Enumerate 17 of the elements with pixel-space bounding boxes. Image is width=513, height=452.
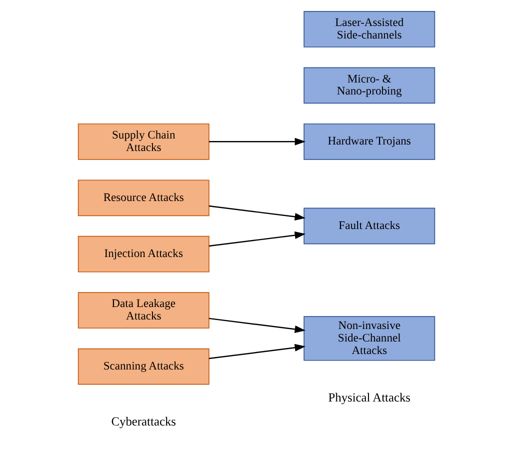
label: Cyberattacks bbox=[111, 414, 176, 429]
arrow bbox=[208, 232, 306, 247]
node-box: Hardware Trojans bbox=[304, 123, 436, 160]
node-box: Micro- & Nano-probing bbox=[304, 67, 436, 104]
node-box: Scanning Attacks bbox=[78, 348, 210, 385]
arrow bbox=[208, 344, 306, 360]
node-box: Data Leakage Attacks bbox=[78, 292, 210, 329]
node-box: Injection Attacks bbox=[78, 236, 210, 272]
arrow bbox=[208, 138, 306, 146]
node-box: Laser-Assisted Side-channels bbox=[304, 11, 436, 48]
node-box: Fault Attacks bbox=[304, 208, 436, 244]
node-box: Resource Attacks bbox=[78, 180, 210, 216]
arrow bbox=[208, 318, 306, 333]
node-box: Non-invasive Side-Channel Attacks bbox=[304, 316, 436, 361]
label: Physical Attacks bbox=[328, 390, 410, 405]
arrow bbox=[208, 205, 306, 220]
node-box: Supply Chain Attacks bbox=[78, 123, 210, 160]
